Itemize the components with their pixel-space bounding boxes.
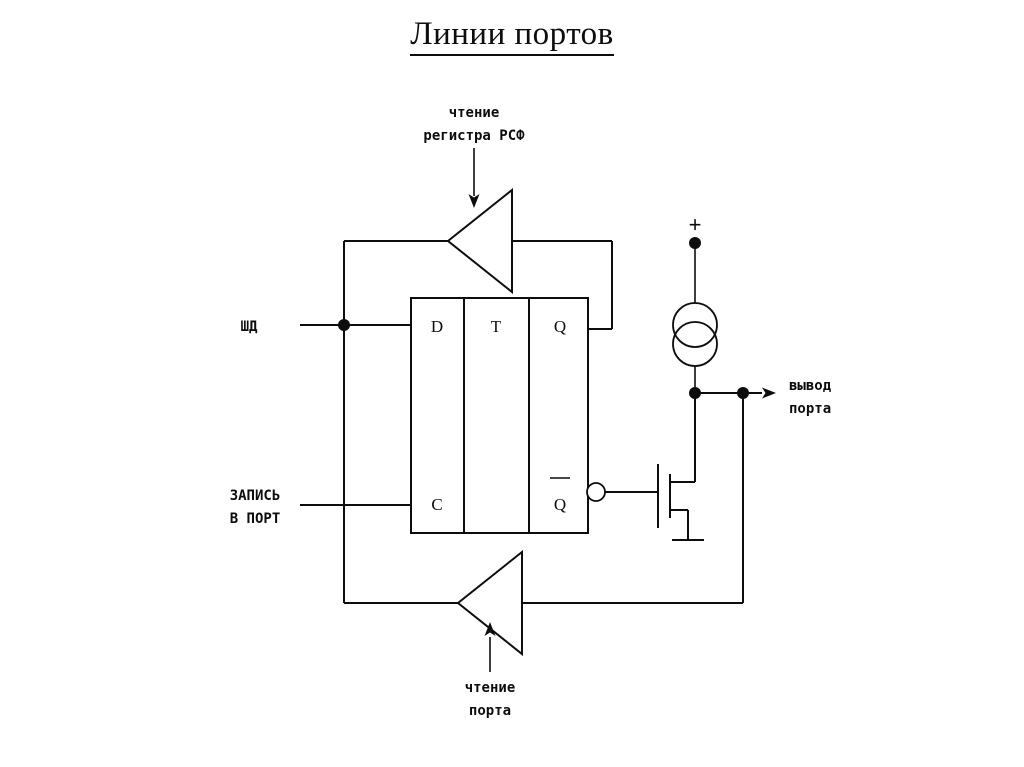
port-output-node [689, 387, 776, 399]
supply-rail [689, 237, 701, 303]
supply-plus-label: + [689, 212, 702, 237]
port-output-label-line2: порта [789, 401, 831, 417]
d-flip-flop [410, 297, 589, 534]
bottom-buffer-enable-wire [484, 622, 496, 672]
page-title: Линии портов [0, 16, 1024, 56]
read-register-label-line2: регистра РСФ [423, 128, 525, 144]
page-title-text: Линии портов [410, 16, 614, 56]
top-buffer [446, 187, 513, 295]
read-port-label-line2: порта [469, 703, 511, 719]
flipflop-pin-t: T [491, 317, 502, 336]
output-feedback-wire [522, 393, 744, 604]
write-port-label-line1: ЗАПИСЬ [230, 488, 281, 504]
read-register-label-line1: чтение [449, 105, 500, 121]
top-buffer-enable-wire [468, 148, 480, 208]
output-mosfet [657, 464, 689, 540]
top-buffer-output-wire [343, 240, 448, 325]
current-source [672, 302, 718, 367]
top-buffer-input-wire [512, 240, 613, 330]
data-bus-wire [300, 319, 411, 331]
flipflop-pin-q-inverted: Q [550, 477, 570, 514]
read-port-label-line1: чтение [465, 680, 516, 696]
flipflop-pin-q-inv-label: Q [554, 495, 566, 514]
output-to-drain-wire [670, 393, 696, 483]
bus-rail-down [343, 325, 458, 604]
inversion-bubble-icon [586, 482, 606, 502]
flipflop-pin-q: Q [554, 317, 566, 336]
flipflop-pin-c: C [431, 495, 442, 514]
write-port-label-line2: В ПОРТ [230, 511, 281, 527]
data-bus-label: ШД [241, 319, 258, 335]
flipflop-pin-d: D [431, 317, 443, 336]
port-output-label-line1: вывод [789, 378, 832, 394]
